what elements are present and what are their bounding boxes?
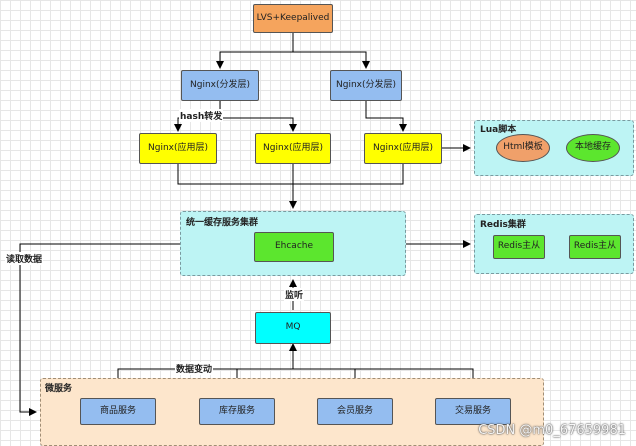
edge-dist-to-app-3 (365, 101, 407, 132)
mq-node: MQ (255, 312, 331, 344)
trade-service-node: 交易服务 (435, 398, 511, 425)
local-cache-node: 本地缓存 (566, 134, 620, 162)
read-data-label: 读取数据 (5, 252, 44, 265)
hash-forward-label: hash转发 (179, 109, 224, 122)
redis-master-slave-node-1: Redis主从 (493, 235, 545, 259)
data-change-label: 数据变动 (175, 362, 214, 375)
html-template-node: Html模板 (496, 134, 550, 162)
redis-master-slave-node-2: Redis主从 (569, 235, 621, 259)
inventory-service-node: 库存服务 (199, 398, 275, 425)
member-service-node: 会员服务 (317, 398, 393, 425)
edge-lvs-to-dist-2 (293, 51, 370, 69)
listen-label: 监听 (284, 288, 305, 301)
redis-cluster-group-label: Redis集群 (480, 220, 526, 230)
edge-read-data (19, 243, 180, 416)
lua-script-group-label: Lua脚本 (480, 125, 517, 135)
nginx-application-node-1: Nginx(应用层) (139, 133, 217, 164)
edge-lvs-to-dist-1 (216, 33, 294, 69)
edge-dist-to-app-2 (220, 117, 297, 132)
nginx-application-node-3: Nginx(应用层) (364, 133, 442, 164)
nginx-distribution-node-2: Nginx(分发层) (330, 70, 402, 101)
nginx-distribution-node-1: Nginx(分发层) (181, 70, 259, 101)
product-service-node: 商品服务 (80, 398, 156, 425)
ehcache-node: Ehcache (254, 232, 334, 262)
edge-app1-down (177, 164, 404, 185)
csdn-watermark: CSDN @m0_67659981 (478, 423, 626, 438)
cache-service-group-label: 统一缓存服务集群 (186, 218, 259, 228)
lvs-keepalived-node: LVS+Keepalived (253, 4, 333, 33)
nginx-application-node-2: Nginx(应用层) (255, 133, 331, 164)
microservices-group-label: 微服务 (45, 384, 73, 394)
